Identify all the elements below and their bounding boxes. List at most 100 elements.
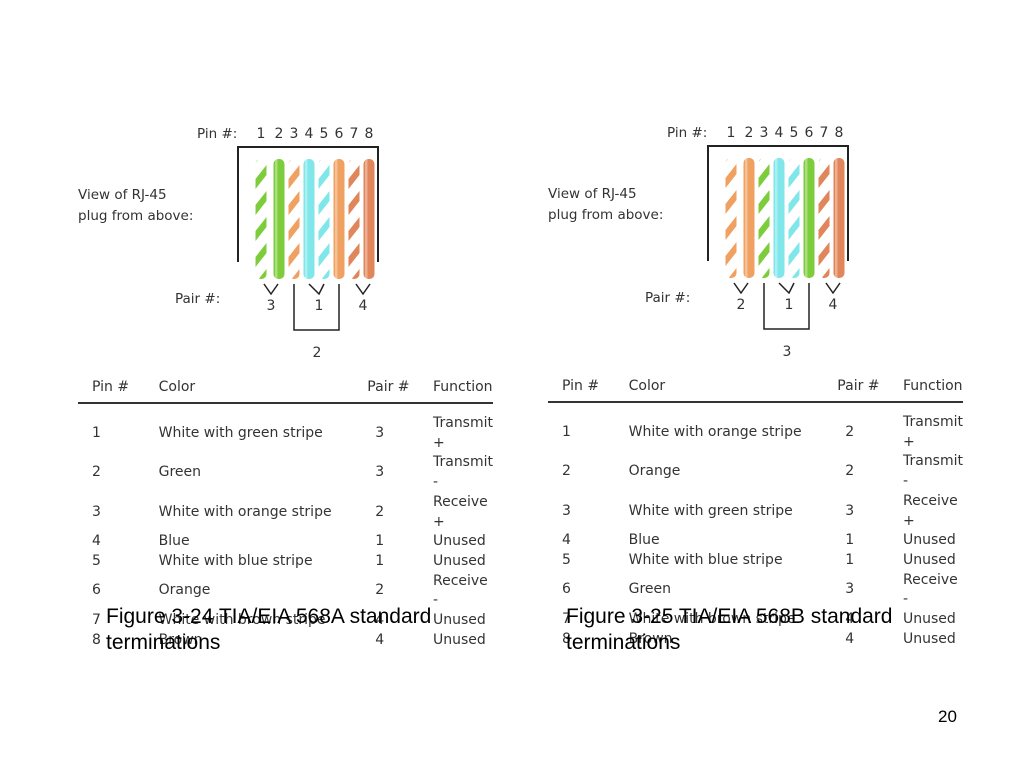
pair-brackets <box>263 283 371 331</box>
table-row: 1 White with green stripe 3 Transmit + <box>78 403 493 453</box>
view-label-line1: View of RJ-45 <box>548 186 637 202</box>
function-cell: Unused <box>432 533 486 550</box>
table-row: 3 White with green stripe 3 Receive + <box>548 492 963 531</box>
color-cell: Orange <box>628 463 681 480</box>
pin-cell: 1 <box>92 424 101 441</box>
pair-header-label: Pair #: <box>645 290 690 306</box>
pin-cell: 6 <box>92 582 101 599</box>
color-cell: White with brown stripe <box>158 612 326 629</box>
function-cell: Transmit + <box>432 415 493 451</box>
table-header-row: Pin # Color Pair # Function <box>548 377 963 403</box>
wire-pin-2 <box>743 158 755 278</box>
function-cell: Unused <box>902 630 956 647</box>
page-number: 20 <box>938 707 957 726</box>
wire-pin-8 <box>363 159 375 279</box>
function-cell: Unused <box>902 551 956 568</box>
pair-label: 3 <box>267 298 276 314</box>
function-cell: Receive - <box>432 572 488 609</box>
table-row: 4 Blue 1 Unused <box>78 532 493 552</box>
color-cell: Blue <box>628 532 660 549</box>
pin-number: 2 <box>745 125 754 141</box>
function-cell: Unused <box>432 631 486 648</box>
rj45-plug-outline <box>707 145 849 261</box>
pair-label: 1 <box>315 298 324 314</box>
table-row: 5 White with blue stripe 1 Unused <box>548 551 963 571</box>
pin-header-label: Pin #: <box>667 125 707 141</box>
color-cell: White with blue stripe <box>628 551 783 568</box>
view-label-line2: plug from above: <box>78 208 193 224</box>
pin-number: 4 <box>305 126 314 142</box>
pair-cell: 2 <box>375 582 385 599</box>
pin-header-label: Pin #: <box>197 126 237 142</box>
pin-cell: 2 <box>562 463 571 480</box>
pair-cell: 1 <box>845 551 855 568</box>
pair-cell: 2 <box>375 503 385 520</box>
rj45-plug-outline <box>237 146 379 262</box>
table-row: 5 White with blue stripe 1 Unused <box>78 552 493 572</box>
color-cell: Green <box>158 464 202 481</box>
wire-pin-8 <box>833 158 845 278</box>
pair-label: 2 <box>313 345 322 361</box>
color-cell: White with green stripe <box>158 424 323 441</box>
pin-table-568b: Pin # Color Pair # Function 1 White with… <box>548 377 963 649</box>
wire-pin-6 <box>333 159 345 279</box>
pin-number: 7 <box>350 126 359 142</box>
function-cell: Receive - <box>902 571 958 608</box>
pair-cell: 4 <box>375 612 385 629</box>
pin-cell: 5 <box>92 552 101 569</box>
table-row: 2 Orange 2 Transmit - <box>548 452 963 491</box>
pair-cell: 1 <box>375 533 385 550</box>
column-header: Color <box>628 377 838 403</box>
function-cell: Receive + <box>902 492 958 529</box>
pair-label: 2 <box>737 297 746 313</box>
pair-cell: 1 <box>845 532 855 549</box>
pair-cell: 3 <box>845 502 855 519</box>
pin-number: 7 <box>820 125 829 141</box>
pair-brackets <box>733 282 841 330</box>
pair-label: 1 <box>785 297 794 313</box>
panel-568b: Pin #: 1 2 3 4 5 6 7 8 View of RJ-45 plu… <box>545 0 1024 647</box>
column-header: Pair # <box>837 377 903 403</box>
pin-number: 3 <box>290 126 299 142</box>
rj45-diagram-568b: Pin #: 1 2 3 4 5 6 7 8 View of RJ-45 plu… <box>548 125 849 360</box>
pair-cell: 3 <box>375 464 385 481</box>
pin-number: 6 <box>805 125 814 141</box>
column-header: Pair # <box>367 378 433 404</box>
pin-number: 6 <box>335 126 344 142</box>
pin-table-568a: Pin # Color Pair # Function 1 White with… <box>78 378 493 650</box>
table-row: 6 Green 3 Receive - <box>548 571 963 610</box>
pin-cell: 8 <box>562 630 571 647</box>
pair-cell: 3 <box>375 424 385 441</box>
wire-pin-4 <box>303 159 315 279</box>
table-row: 7 White with brown stripe 4 Unused <box>78 611 493 631</box>
caption-line: Figure 3-24 TIA/EIA 568A standard <box>106 605 432 628</box>
figure-caption-568b: Figure 3-25 TIA/EIA 568B standard termin… <box>566 604 986 656</box>
pin-cell: 3 <box>92 503 101 520</box>
table-row: 2 Green 3 Transmit - <box>78 453 493 492</box>
wire-pin-1 <box>725 158 737 278</box>
pin-cell: 1 <box>562 423 571 440</box>
pin-number: 2 <box>275 126 284 142</box>
wire-pin-7 <box>818 158 830 278</box>
table-row: 7 White with brown stripe 4 Unused <box>548 610 963 630</box>
column-header: Pin # <box>78 378 159 404</box>
wire-pin-4 <box>773 158 785 278</box>
wires <box>725 158 845 278</box>
pair-cell: 4 <box>845 611 855 628</box>
function-cell: Unused <box>432 612 486 629</box>
pair-label: 4 <box>359 298 368 314</box>
caption-line: terminations <box>566 631 681 654</box>
color-cell: Orange <box>158 582 211 599</box>
function-cell: Unused <box>432 552 486 569</box>
color-cell: Green <box>628 581 672 598</box>
pin-cell: 4 <box>92 533 101 550</box>
pair-header-label: Pair #: <box>175 291 220 307</box>
pin-cell: 5 <box>562 551 571 568</box>
pin-cell: 4 <box>562 532 571 549</box>
pin-number: 1 <box>727 125 736 141</box>
color-cell: White with orange stripe <box>628 423 802 440</box>
pair-cell: 4 <box>845 630 855 647</box>
wire-pin-3 <box>758 158 770 278</box>
pin-numbers: 1 2 3 4 5 6 7 8 <box>727 125 844 141</box>
figure-caption-568a: Figure 3-24 TIA/EIA 568A standard termin… <box>106 604 526 656</box>
